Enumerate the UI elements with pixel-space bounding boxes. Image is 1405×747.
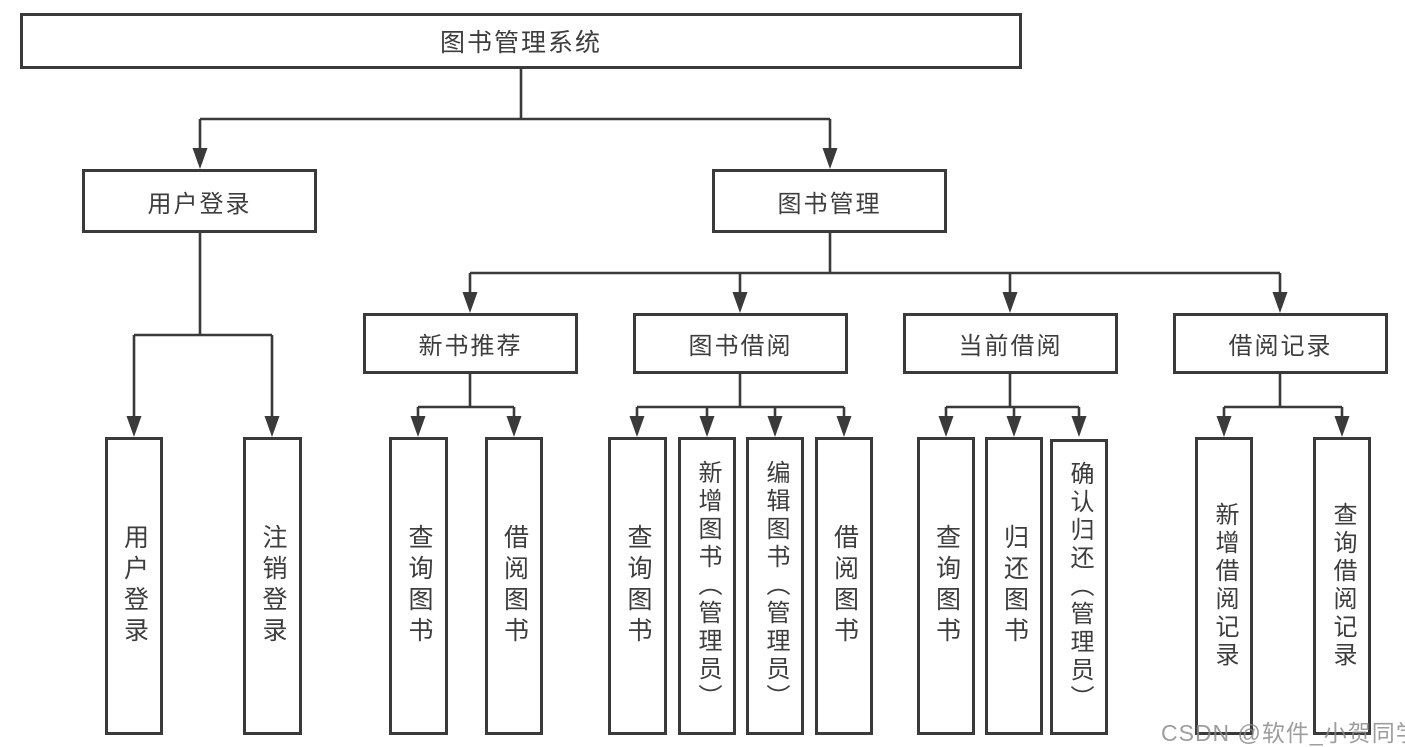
arrowhead <box>1272 292 1288 313</box>
arrowhead <box>767 416 783 437</box>
node-borrow-records: 借阅记录 <box>1173 313 1388 374</box>
node-logout: 注销登录 <box>243 437 302 735</box>
node-root-label: 图书管理系统 <box>439 29 602 57</box>
arrowhead <box>1002 292 1018 313</box>
node-cb-query-books-label: 查询图书 <box>932 524 961 648</box>
node-borrow-records-label: 借阅记录 <box>1228 333 1333 360</box>
arrowhead <box>506 416 522 437</box>
node-user-login: 用户登录 <box>105 437 163 735</box>
csdn-watermark: CSDN @软件_小贺同学 <box>1161 720 1405 746</box>
node-user-login-group: 用户登录 <box>82 169 317 233</box>
node-bb-add-books-admin: 新增图书（管理员） <box>678 437 736 735</box>
arrowhead <box>1216 416 1232 437</box>
arrowhead <box>264 416 280 437</box>
node-br-query-record-label: 查询借阅记录 <box>1329 502 1356 670</box>
arrowhead <box>629 416 645 437</box>
connector-new-book-rec-children <box>410 373 522 437</box>
node-new-book-rec-label: 新书推荐 <box>418 333 523 360</box>
connector-user-login-group <box>126 233 280 437</box>
node-bb-query-books-label: 查询图书 <box>624 524 652 648</box>
node-br-add-record: 新增借阅记录 <box>1195 437 1253 735</box>
node-book-borrow: 图书借阅 <box>633 313 848 374</box>
connector-root-to-level2 <box>192 69 838 169</box>
connector-borrow-records-children <box>1216 373 1350 437</box>
node-nbr-query-books-label: 查询图书 <box>405 524 433 648</box>
arrowhead <box>126 416 142 437</box>
node-logout-label: 注销登录 <box>259 524 287 648</box>
node-bb-add-books-admin-label: 新增图书（管理员） <box>694 460 721 712</box>
connector-current-borrow-children <box>938 373 1087 437</box>
node-cb-return-books: 归还图书 <box>985 437 1043 735</box>
connector-book-mgmt-to-level3 <box>462 233 1288 313</box>
node-book-mgmt-group-label: 图书管理 <box>777 190 882 218</box>
node-cb-query-books: 查询图书 <box>917 437 975 735</box>
node-new-book-rec: 新书推荐 <box>363 313 578 374</box>
node-bb-edit-books-admin: 编辑图书（管理员） <box>746 437 804 735</box>
node-user-login-label: 用户登录 <box>120 524 149 648</box>
connector-book-borrow-children <box>629 373 852 437</box>
arrowhead <box>732 292 748 313</box>
node-current-borrow-label: 当前借阅 <box>958 333 1063 360</box>
arrowhead <box>192 148 208 169</box>
node-bb-borrow-books: 借阅图书 <box>815 437 873 735</box>
node-nbr-borrow-books: 借阅图书 <box>485 437 543 735</box>
node-br-add-record-label: 新增借阅记录 <box>1211 502 1238 670</box>
node-bb-borrow-books-label: 借阅图书 <box>830 524 859 648</box>
arrowhead <box>410 416 426 437</box>
node-nbr-query-books: 查询图书 <box>389 437 448 735</box>
node-cb-return-books-label: 归还图书 <box>1000 524 1029 648</box>
node-bb-edit-books-admin-label: 编辑图书（管理员） <box>762 460 789 712</box>
node-br-query-record: 查询借阅记录 <box>1313 437 1371 735</box>
node-cb-confirm-return-admin: 确认归还（管理员） <box>1050 439 1108 735</box>
arrowhead <box>1334 416 1350 437</box>
arrowhead <box>822 148 838 169</box>
arrowhead <box>1006 416 1022 437</box>
node-nbr-borrow-books-label: 借阅图书 <box>500 524 529 648</box>
arrowhead <box>836 416 852 437</box>
node-book-mgmt-group: 图书管理 <box>712 169 947 233</box>
arrowhead <box>699 416 715 437</box>
node-user-login-group-label: 用户登录 <box>147 190 252 218</box>
arrowhead <box>462 292 478 313</box>
arrowhead <box>1071 416 1087 437</box>
node-cb-confirm-return-admin-label: 确认归还（管理员） <box>1066 461 1093 713</box>
node-root: 图书管理系统 <box>20 13 1022 69</box>
arrowhead <box>938 416 954 437</box>
node-current-borrow: 当前借阅 <box>903 313 1118 374</box>
node-book-borrow-label: 图书借阅 <box>688 333 793 360</box>
node-bb-query-books: 查询图书 <box>608 437 667 735</box>
